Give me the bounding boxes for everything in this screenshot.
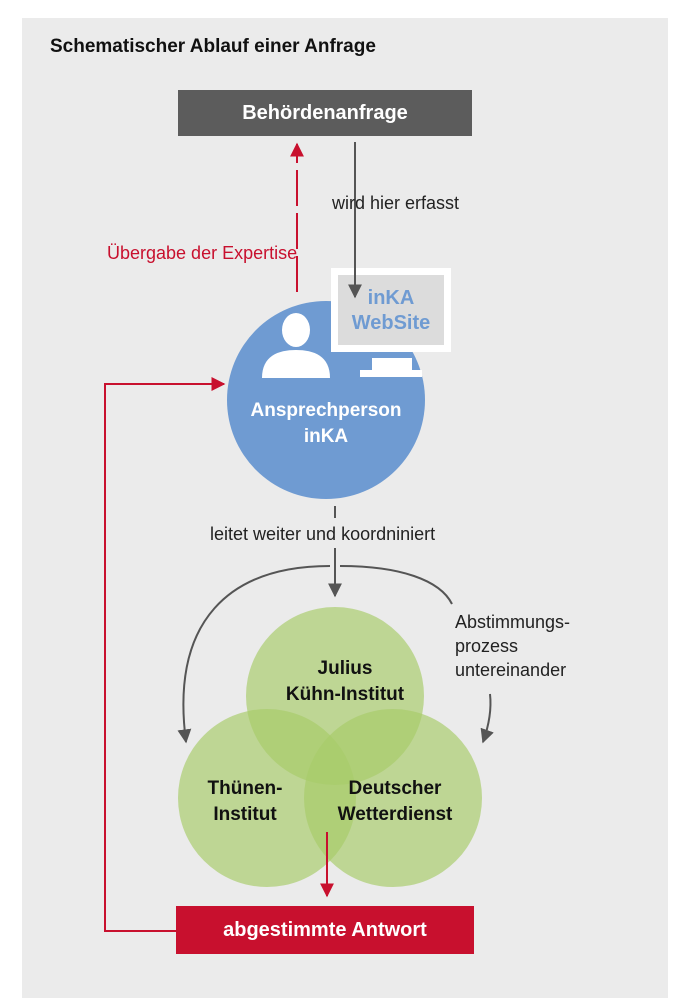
thuenen-label-line2: Institut	[213, 804, 277, 825]
answer-label: abgestimmte Antwort	[223, 918, 427, 941]
contact-label-line2: inKA	[303, 426, 349, 447]
person-icon	[262, 313, 330, 378]
contact-label-line1: Ansprechperson	[250, 400, 402, 421]
alignment-arc-right	[339, 565, 453, 605]
diagram-title: Schematischer Ablauf einer Anfrage	[50, 36, 376, 57]
keyboard-icon	[360, 358, 422, 377]
dwd-label-line2: Wetterdienst	[337, 804, 453, 825]
jki-label-line1: Julius	[317, 658, 373, 679]
alignment-label-line3: untereinander	[455, 660, 567, 680]
alignment-arc-left	[177, 565, 331, 744]
contact-label: Ansprechperson inKA	[226, 398, 426, 450]
dwd-label: Deutscher Wetterdienst	[315, 776, 475, 828]
request-label: Behördenanfrage	[242, 101, 408, 124]
dwd-label-line1: Deutscher	[348, 778, 442, 799]
answer-box: abgestimmte Antwort	[176, 906, 474, 954]
website-label: inKA WebSite	[338, 286, 444, 336]
thuenen-label-line1: Thünen-	[207, 778, 283, 799]
website-label-line1: inKA	[367, 287, 415, 309]
alignment-arc-right-end	[480, 693, 494, 744]
jki-label: Julius Kühn-Institut	[255, 656, 435, 708]
alignment-label-line2: prozess	[455, 636, 519, 656]
feedback-loop	[104, 377, 226, 932]
handover-label: Übergabe der Expertise	[107, 243, 298, 263]
jki-label-line2: Kühn-Institut	[285, 684, 405, 705]
captured-label: wird hier erfasst	[332, 193, 460, 213]
thuenen-circle	[178, 709, 356, 887]
alignment-label: Abstimmungs- prozess untereinander	[455, 610, 570, 682]
forward-label: leitet weiter und koordniniert	[210, 524, 436, 544]
thuenen-label: Thünen- Institut	[185, 776, 305, 828]
dwd-circle	[304, 709, 482, 887]
alignment-label-line1: Abstimmungs-	[455, 612, 571, 632]
request-box: Behördenanfrage	[178, 90, 472, 136]
website-label-line2: WebSite	[351, 312, 431, 334]
